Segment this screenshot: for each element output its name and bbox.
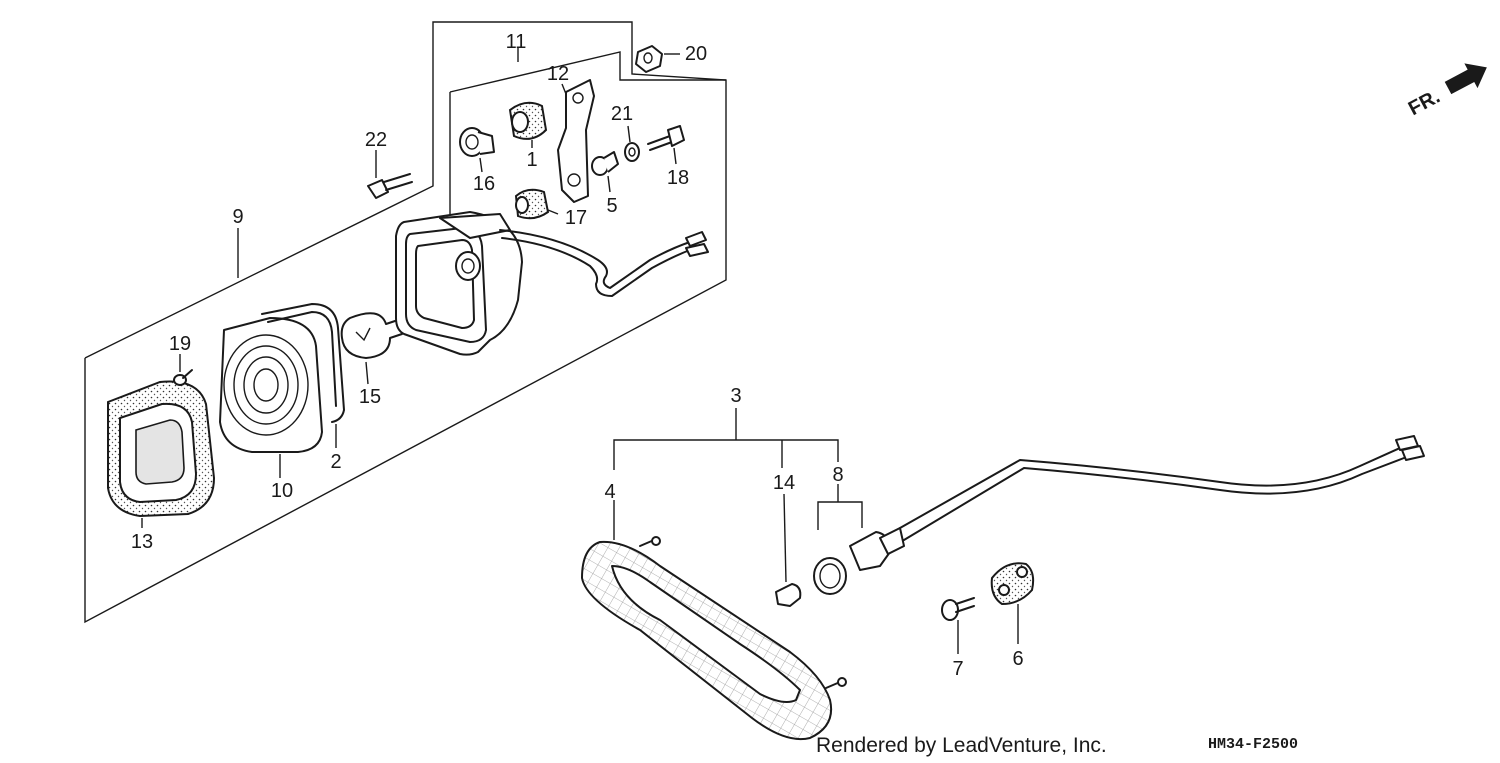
label-10: 10 [271, 480, 293, 502]
part-labels: 9 11 12 1 16 17 5 21 18 20 22 19 15 2 10… [131, 31, 1024, 680]
label-6: 6 [1012, 648, 1023, 670]
label-21: 21 [611, 103, 633, 125]
group-outline-9 [84, 21, 727, 624]
label-11: 11 [506, 31, 527, 53]
bulb-part-15 [340, 312, 403, 359]
label-14: 14 [773, 472, 795, 494]
label-22: 22 [365, 129, 387, 151]
label-9: 9 [232, 206, 243, 228]
label-8: 8 [832, 464, 843, 486]
lens-part-13 [107, 380, 216, 518]
front-direction-indicator: FR. [1405, 63, 1487, 121]
wire-harness-lower [899, 435, 1425, 541]
label-18: 18 [667, 167, 689, 189]
label-19: 19 [169, 333, 191, 355]
bolt-part-22 [367, 173, 413, 199]
collar-part-16 [459, 127, 495, 157]
bracket-part-12 [557, 79, 595, 203]
housing-part-11 [395, 211, 523, 356]
label-2: 2 [330, 451, 341, 473]
label-7: 7 [952, 658, 963, 680]
label-1: 1 [526, 149, 537, 171]
label-20: 20 [685, 43, 707, 65]
leader-lines-lower [957, 604, 1019, 654]
leader-lines-upper [141, 48, 680, 528]
reflector-lens-part-4 [580, 536, 847, 741]
collar-part-5 [591, 151, 619, 176]
bolt-part-18 [647, 125, 685, 151]
group-bracket-3 [613, 408, 863, 583]
credit-text: Rendered by LeadVenture, Inc. [816, 734, 1107, 757]
arrow-right-icon [1444, 63, 1487, 95]
reflector-part-10 [219, 317, 323, 453]
diagram-code: HM34-F2500 [1208, 736, 1298, 753]
grommet-part-17 [514, 188, 550, 220]
socket-part-8 [813, 527, 905, 595]
bulb-part-14 [775, 583, 802, 607]
grommet-part-1 [508, 101, 548, 140]
label-16: 16 [473, 173, 495, 195]
nut-part-20 [635, 45, 663, 73]
washer-part-21 [624, 142, 640, 162]
bolt-part-7 [941, 597, 975, 621]
label-4: 4 [604, 481, 615, 503]
wire-harness-housing [499, 229, 709, 297]
gasket-part-2 [261, 303, 345, 423]
label-17: 17 [565, 207, 587, 229]
label-13: 13 [131, 531, 153, 553]
label-12: 12 [547, 63, 569, 85]
label-3: 3 [730, 385, 741, 407]
label-15: 15 [359, 386, 381, 408]
screw-part-19 [173, 369, 193, 386]
label-5: 5 [606, 195, 617, 217]
direction-label: FR. [1405, 86, 1444, 121]
bracket-part-6 [990, 562, 1035, 606]
